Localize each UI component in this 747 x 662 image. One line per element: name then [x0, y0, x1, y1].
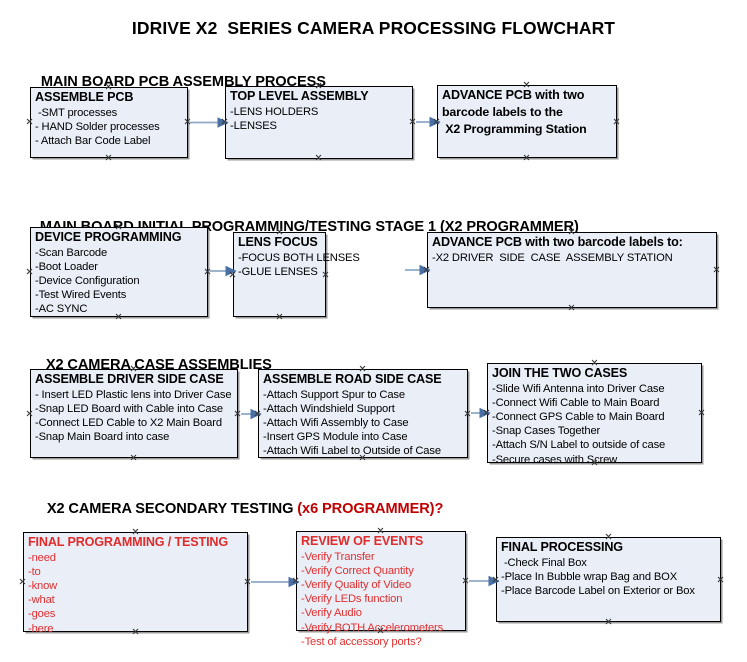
node-line: -Slide Wifi Antenna into Driver Case: [492, 382, 665, 395]
node-line: -X2 DRIVER SIDE CASE ASSEMBLY STATION: [432, 251, 673, 264]
node-line: -FOCUS BOTH LENSES: [238, 251, 360, 264]
node-line: -Scan Barcode: [35, 246, 108, 259]
node-assemble-driver-side-case[interactable]: ASSEMBLE DRIVER SIDE CASE - Insert LED P…: [30, 369, 238, 458]
node-device-programming[interactable]: DEVICE PROGRAMMING -Scan Barcode -Boot L…: [30, 227, 208, 317]
node-title: REVIEW OF EVENTS: [301, 534, 424, 548]
node-line: -Verify Correct Quantity: [301, 564, 414, 577]
section-heading-x2-camera-secondary-testing: X2 CAMERA SECONDARY TESTING (x6 PROGRAMM…: [31, 485, 444, 533]
node-line: -Snap LED Board with Cable into Case: [35, 402, 223, 415]
node-line: -Secure cases with Screw: [492, 453, 618, 466]
node-line: -Verify Quality of Video: [301, 578, 411, 591]
node-line: -SMT processes: [35, 106, 118, 119]
node-line: -Place Barcode Label on Exterior or Box: [501, 584, 695, 597]
node-title: ADVANCE PCB with two: [442, 88, 585, 102]
node-title: TOP LEVEL ASSEMBLY: [230, 89, 369, 103]
node-line: -Verify Audio: [301, 607, 362, 620]
node-assemble-road-side-case[interactable]: ASSEMBLE ROAD SIDE CASE -Attach Support …: [258, 369, 468, 458]
node-line: -Place In Bubble wrap Bag and BOX: [501, 570, 678, 583]
node-line: -LENS HOLDERS: [230, 105, 319, 118]
node-final-programming-testing[interactable]: FINAL PROGRAMMING / TESTING -need -to -k…: [23, 532, 248, 635]
node-line: -Snap Cases Together: [492, 425, 601, 438]
node-line: -Verify LEDs function: [301, 593, 403, 606]
node-advance-pcb-to-driver-side-case[interactable]: ADVANCE PCB with two barcode labels to: …: [427, 232, 717, 308]
section-heading-accent: (x6 PROGRAMMER)?: [297, 501, 444, 517]
node-line: -LENSES: [230, 119, 277, 132]
node-line: -Insert GPS Module into Case: [263, 431, 408, 444]
node-line: -Verify Transfer: [301, 550, 375, 563]
node-line: -Attach Windshield Support: [263, 402, 395, 415]
node-line: -Boot Loader: [35, 260, 98, 273]
node-line: -Verify BOTH Accelerometers: [301, 621, 444, 634]
node-line: - Attach Bar Code Label: [35, 134, 151, 147]
node-line: -need: [28, 551, 56, 564]
node-line: -Snap Main Board into case: [35, 431, 170, 444]
section-heading-text: X2 CAMERA SECONDARY TESTING: [46, 501, 298, 517]
node-line: -Attach Support Spur to Case: [263, 388, 405, 401]
node-advance-pcb-to-programming-station[interactable]: ADVANCE PCB with two barcode labels to t…: [437, 85, 617, 158]
node-line: -Device Configuration: [35, 274, 140, 287]
node-title: DEVICE PROGRAMMING: [35, 230, 182, 244]
node-line: -Attach Wifi Assembly to Case: [263, 416, 409, 429]
node-assemble-pcb[interactable]: ASSEMBLE PCB -SMT processes - HAND Solde…: [30, 87, 188, 158]
node-line-overflow: -Test of accessory ports?: [301, 635, 422, 648]
node-line: -what: [28, 594, 55, 607]
node-line: -Check Final Box: [501, 556, 587, 569]
node-lens-focus[interactable]: LENS FOCUS -FOCUS BOTH LENSES -GLUE LENS…: [233, 232, 360, 317]
node-title: ADVANCE PCB with two barcode labels to:: [432, 235, 683, 249]
node-title: ASSEMBLE DRIVER SIDE CASE: [35, 372, 224, 386]
node-final-processing[interactable]: FINAL PROCESSING -Check Final Box -Place…: [496, 537, 721, 622]
node-title: JOIN THE TWO CASES: [492, 366, 628, 380]
node-title: FINAL PROCESSING: [501, 540, 623, 554]
node-line: -here: [28, 622, 54, 635]
node-line: -Attach S/N Label to outside of case: [492, 439, 666, 452]
node-line: -to: [28, 565, 41, 578]
node-line: -Connect GPS Cable to Main Board: [492, 410, 665, 423]
node-line: - Insert LED Plastic lens into Driver Ca…: [35, 388, 232, 401]
node-line: -Connect LED Cable to X2 Main Board: [35, 416, 222, 429]
node-top-level-assembly[interactable]: TOP LEVEL ASSEMBLY -LENS HOLDERS -LENSES: [225, 86, 413, 159]
node-line: -Connect Wifi Cable to Main Board: [492, 396, 660, 409]
node-title: ASSEMBLE ROAD SIDE CASE: [263, 372, 442, 386]
node-review-of-events[interactable]: REVIEW OF EVENTS -Verify Transfer -Verif…: [296, 531, 466, 648]
node-line: -Attach Wifi Label to Outside of Case: [263, 445, 441, 458]
node-title: ASSEMBLE PCB: [35, 90, 134, 104]
node-line: -know: [28, 579, 58, 592]
node-line: X2 Programming Station: [442, 121, 587, 136]
node-line: - HAND Solder processes: [35, 120, 160, 133]
node-line: barcode labels to the: [442, 104, 563, 119]
page-title: IDRIVE X2 SERIES CAMERA PROCESSING FLOWC…: [131, 18, 616, 38]
node-line: -Test Wired Events: [35, 289, 127, 302]
node-title: LENS FOCUS: [238, 235, 318, 249]
node-line: -GLUE LENSES: [238, 265, 318, 278]
node-join-the-two-cases[interactable]: JOIN THE TWO CASES -Slide Wifi Antenna i…: [487, 363, 702, 466]
node-line: -AC SYNC: [35, 303, 88, 316]
node-line: -goes: [28, 608, 56, 621]
node-title: FINAL PROGRAMMING / TESTING: [28, 535, 229, 549]
